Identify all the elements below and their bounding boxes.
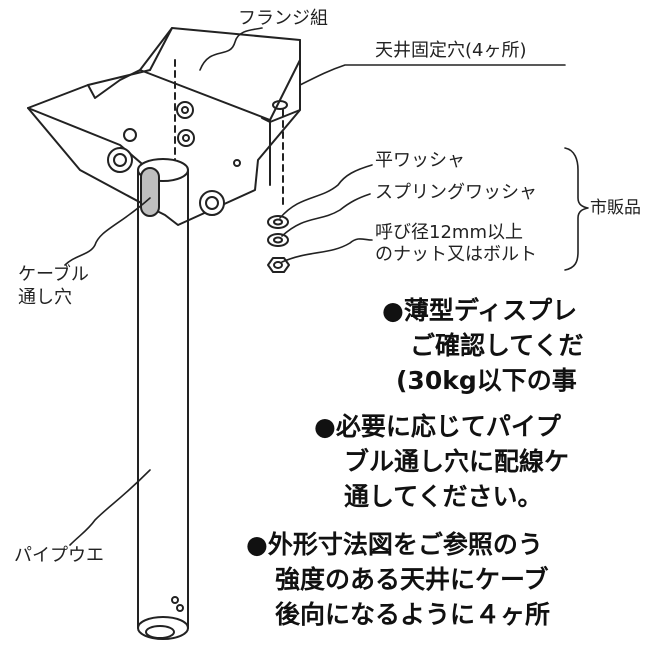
label-cable-line1: ケーブル <box>18 264 89 285</box>
label-cable-line2: 通し穴 <box>18 287 72 308</box>
label-ceiling-holes: 天井固定穴(4ヶ所) <box>375 40 527 61</box>
note-2-line-2: ブル通し穴に配線ケ <box>344 447 570 476</box>
label-flat-washer: 平ワッシャ <box>375 150 465 171</box>
note-2-line-3: 通してください。 <box>344 482 543 511</box>
note-1-line-1: ●薄型ディスプレ <box>382 296 578 325</box>
note-1-line-2: ご確認してくだ <box>410 331 584 360</box>
label-spring-washer: スプリングワッシャ <box>375 182 537 203</box>
label-nut-line2: のナット又はボルト <box>375 244 537 265</box>
label-flange: フランジ組 <box>238 8 328 29</box>
washer-nut-stack <box>267 215 290 273</box>
flange-assembly <box>27 27 301 226</box>
label-pipe: パイプウエ <box>14 545 104 566</box>
note-2-line-1: ●必要に応じてパイプ <box>314 412 561 441</box>
note-3-line-2: 強度のある天井にケーブ <box>275 565 549 594</box>
leader-lines <box>64 27 589 546</box>
label-commercial: 市販品 <box>590 198 641 218</box>
note-1-line-3: (30kg以下の事 <box>396 366 577 395</box>
note-3-line-1: ●外形寸法図をご参照のう <box>246 530 543 559</box>
note-3-line-3: 後向になるように４ヶ所 <box>275 600 551 629</box>
pipe-shaft <box>137 158 189 640</box>
label-nut-line1: 呼び径12mm以上 <box>375 222 523 243</box>
